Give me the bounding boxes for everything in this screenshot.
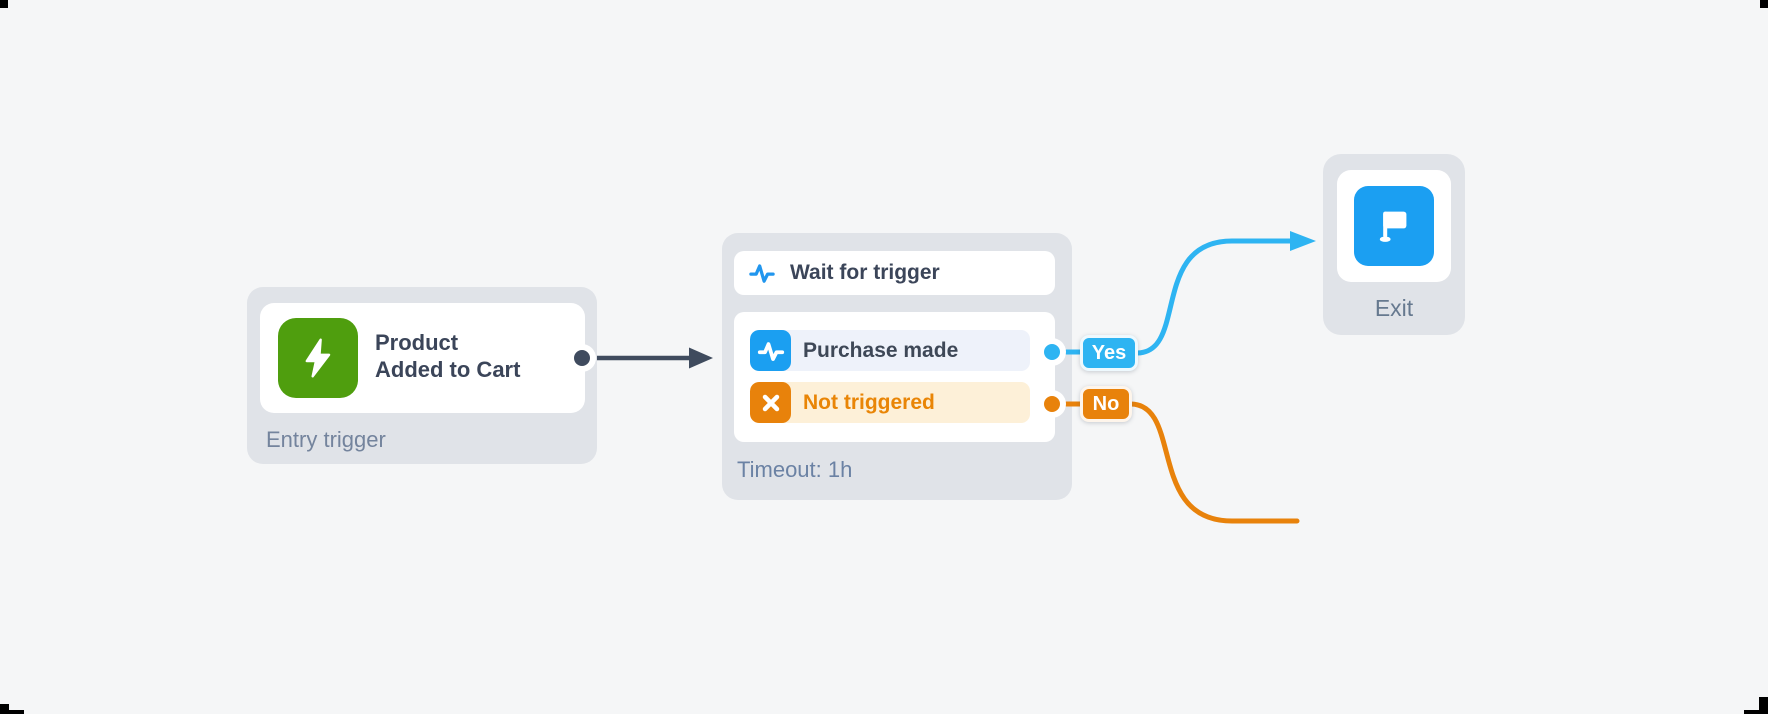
screen-corner-artifact bbox=[0, 0, 8, 8]
branch-label-purchase-made: Purchase made bbox=[803, 338, 959, 362]
entry-output-port[interactable] bbox=[574, 350, 590, 366]
branch-row-purchase-made[interactable]: Purchase made bbox=[750, 330, 1030, 371]
entry-node-title-line2: Added to Cart bbox=[375, 357, 521, 382]
no-badge[interactable]: No bbox=[1080, 386, 1132, 422]
entry-node-card[interactable]: Product Added to Cart bbox=[260, 303, 585, 413]
branch-row-not-triggered[interactable]: Not triggered bbox=[750, 382, 1030, 423]
yes-badge[interactable]: Yes bbox=[1080, 335, 1138, 371]
screen-corner-artifact bbox=[1760, 0, 1768, 8]
screen-corner-artifact bbox=[0, 710, 24, 714]
exit-label: Exit bbox=[1374, 295, 1414, 321]
screen-corner-artifact bbox=[1744, 710, 1768, 714]
activity-icon bbox=[750, 330, 791, 371]
timeout-label: Timeout: 1h bbox=[737, 457, 853, 482]
screen-corner-artifact bbox=[0, 704, 9, 714]
activity-icon bbox=[748, 259, 776, 287]
exit-node-card[interactable] bbox=[1337, 170, 1451, 282]
no-output-port[interactable] bbox=[1044, 396, 1060, 412]
yes-output-port[interactable] bbox=[1044, 344, 1060, 360]
wait-node-branches-card[interactable]: Purchase made Not triggered bbox=[734, 312, 1055, 442]
flag-icon bbox=[1354, 186, 1434, 266]
x-icon bbox=[750, 382, 791, 423]
wait-node-header-label: Wait for trigger bbox=[790, 261, 940, 284]
lightning-icon bbox=[278, 318, 358, 398]
edge-entry-to-wait bbox=[597, 347, 713, 369]
screen-corner-artifact bbox=[1759, 697, 1768, 714]
wait-node-header[interactable]: Wait for trigger bbox=[734, 251, 1055, 295]
branch-label-not-triggered: Not triggered bbox=[803, 390, 935, 414]
entry-node-title-line1: Product bbox=[375, 330, 459, 355]
entry-trigger-label: Entry trigger bbox=[266, 427, 386, 452]
entry-node-title: Product Added to Cart bbox=[375, 329, 520, 383]
